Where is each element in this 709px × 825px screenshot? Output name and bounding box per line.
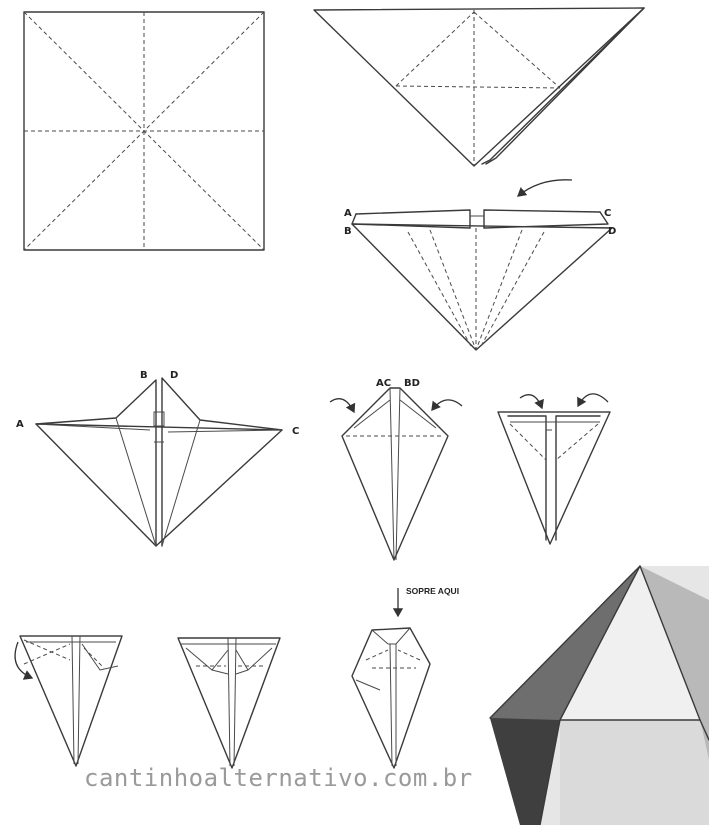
label-b: B (344, 226, 352, 237)
step-2-folded-triangle (314, 8, 644, 166)
step-9-blow-here: SOPRE AQUI (352, 586, 459, 768)
step-5-narrow-diamond: AC BD (330, 378, 462, 560)
step-3-waterbomb-base: A B C D (344, 180, 616, 350)
step-4-spread-kite: B D A C (16, 370, 299, 546)
step-6-folded-flaps (498, 394, 610, 544)
press-here-text: SOPRE AQUI (406, 586, 459, 596)
label-b-step4: B (140, 370, 148, 381)
label-bd: BD (404, 378, 420, 389)
finished-model-photo (490, 566, 709, 825)
watermark-text: cantinhoalternativo.com.br (84, 764, 473, 792)
label-c-step4: C (292, 426, 299, 437)
label-ac: AC (376, 378, 391, 389)
step-1-square-creases (24, 12, 264, 250)
step-7-folding-sides (15, 636, 122, 766)
label-d: D (608, 226, 616, 237)
label-d-step4: D (170, 370, 178, 381)
label-c: C (604, 208, 611, 219)
step-8-symmetric-folds (178, 638, 280, 768)
label-a-step4: A (16, 419, 24, 430)
label-a: A (344, 208, 352, 219)
